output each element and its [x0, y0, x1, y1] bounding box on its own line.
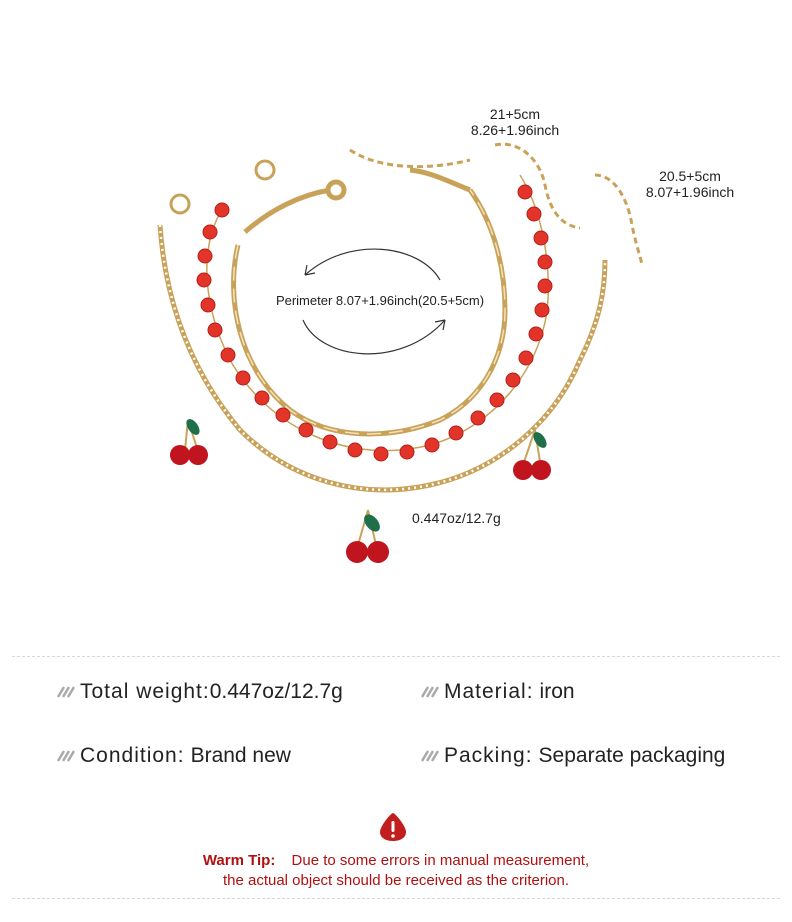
- warm-tip-text-line2: the actual object should be received as …: [222, 872, 570, 889]
- spec-key: Total weight:: [80, 680, 210, 703]
- cherry-charm-left: [170, 419, 208, 465]
- length-annotation-a-inch: 8.26+1.96inch: [470, 122, 560, 138]
- divider-top: [12, 656, 780, 657]
- perimeter-annotation: Perimeter 8.07+1.96inch(20.5+5cm): [275, 293, 485, 308]
- cherry-charm-right: [513, 429, 551, 480]
- spec-key: Packing:: [444, 744, 533, 767]
- cherry-charm-center: [346, 509, 389, 563]
- length-annotation-a-cm: 21+5cm: [489, 106, 541, 122]
- warm-tip-label: Warm Tip:: [202, 852, 276, 869]
- spec-total-weight: Total weight: 0.447oz/12.7g: [56, 680, 343, 704]
- leaf-bullet-icon: [420, 750, 440, 762]
- spec-condition: Condition: Brand new: [56, 744, 291, 768]
- product-illustration: 21+5cm 8.26+1.96inch 20.5+5cm 8.07+1.96i…: [157, 106, 755, 563]
- leaf-bullet-icon: [420, 686, 440, 698]
- length-annotation-b-inch: 8.07+1.96inch: [645, 184, 735, 200]
- leaf-bullet-icon: [56, 686, 76, 698]
- red-bead-strand: [196, 159, 553, 462]
- spec-key: Material:: [444, 680, 534, 703]
- paperclip-chain: [231, 167, 508, 437]
- divider-bottom: [12, 898, 780, 899]
- warm-tip-text-line1: Due to some errors in manual measurement…: [291, 852, 590, 869]
- perimeter-arrows: [302, 248, 446, 355]
- spec-value: Separate packaging: [538, 744, 726, 767]
- spec-key: Condition:: [80, 744, 185, 767]
- extender-chain: [349, 142, 644, 266]
- length-annotation-a: 21+5cm 8.26+1.96inch: [455, 106, 575, 138]
- spec-packing: Packing: Separate packaging: [420, 744, 725, 768]
- spec-value: Brand new: [190, 744, 291, 767]
- warm-tip: Warm Tip: Due to some errors in manual m…: [0, 851, 792, 891]
- leaf-bullet-icon: [56, 750, 76, 762]
- rhinestone-chain: [157, 193, 608, 493]
- length-annotation-b: 20.5+5cm 8.07+1.96inch: [625, 168, 755, 200]
- length-annotation-b-cm: 20.5+5cm: [659, 168, 721, 184]
- weight-annotation: 0.447oz/12.7g: [412, 510, 501, 526]
- warm-tip-line1: Warm Tip: Due to some errors in manual m…: [0, 851, 792, 871]
- warning-icon: [380, 813, 406, 841]
- spec-value: 0.447oz/12.7g: [209, 680, 343, 703]
- spec-material: Material: iron: [420, 680, 575, 704]
- bracelet-drawing: [157, 142, 644, 563]
- spec-value: iron: [539, 680, 575, 703]
